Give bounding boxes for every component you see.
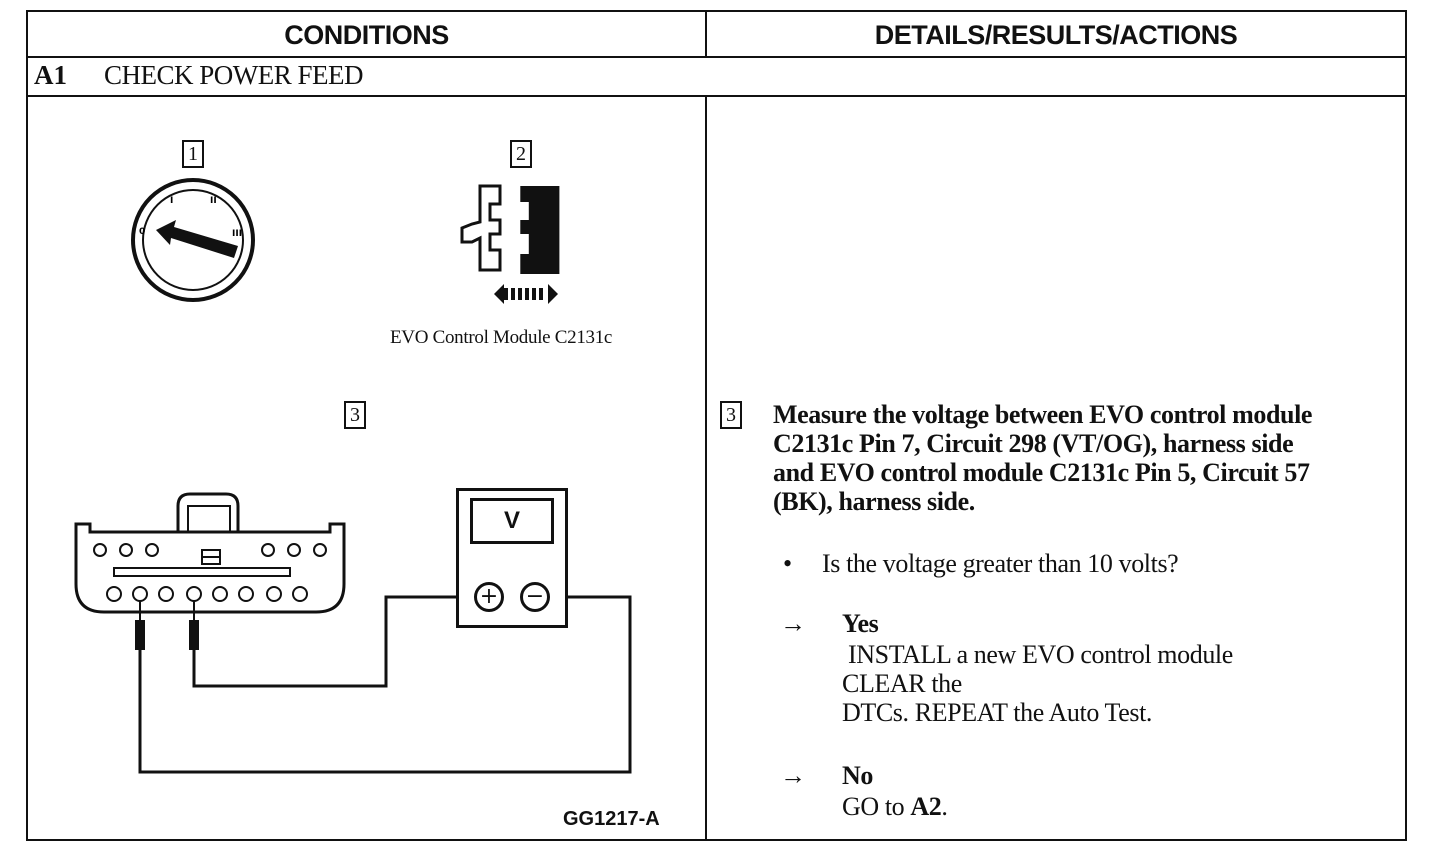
connector-pinout-diagram — [74, 492, 346, 650]
header-details: DETAILS/RESULTS/ACTIONS — [874, 19, 1238, 50]
voltmeter-display: V — [470, 498, 554, 544]
no-arrow: → — [780, 761, 806, 790]
voltmeter-minus-terminal: − — [520, 582, 550, 612]
connector-disconnect-icon — [460, 184, 560, 304]
figure-number-2: 2 — [510, 140, 532, 168]
no-label: No — [842, 761, 873, 790]
step-id: A1 — [34, 60, 67, 90]
no-action: GO to A2. — [842, 792, 948, 821]
svg-text:II: II — [210, 196, 217, 206]
svg-text:I: I — [170, 196, 173, 206]
instruction-line-3: and EVO control module C2131c Pin 5, Cir… — [773, 458, 1310, 487]
svg-text:III: III — [232, 229, 242, 239]
instruction-text: Measure the voltage between EVO control … — [773, 400, 1312, 516]
yes-action-line-3: DTCs. REPEAT the Auto Test. — [842, 698, 1152, 727]
column-divider-body — [705, 95, 707, 841]
header-divider — [26, 56, 1407, 58]
detail-step-number: 3 — [720, 401, 742, 429]
yes-label: Yes — [842, 609, 879, 638]
yes-action: INSTALL a new EVO control module CLEAR t… — [842, 640, 1233, 727]
instruction-line-4: (BK), harness side. — [773, 487, 975, 516]
yes-arrow: → — [780, 609, 806, 638]
figure-code: GG1217-A — [563, 808, 660, 830]
step-title-divider — [26, 95, 1407, 97]
question-bullet: • — [783, 549, 792, 578]
no-action-target-link[interactable]: A2 — [910, 792, 942, 821]
question-text: Is the voltage greater than 10 volts? — [822, 549, 1179, 578]
procedure-table — [26, 10, 1407, 841]
figure-number-1: 1 — [182, 140, 204, 168]
instruction-line-1: Measure the voltage between EVO control … — [773, 400, 1313, 429]
yes-action-line-2: CLEAR the — [842, 669, 962, 698]
header-conditions: CONDITIONS — [284, 19, 449, 50]
voltmeter-plus-terminal: + — [474, 582, 504, 612]
column-divider-top — [705, 10, 707, 57]
svg-text:0: 0 — [139, 227, 145, 237]
ignition-switch-icon: 0 I II III — [131, 178, 255, 302]
step-title: CHECK POWER FEED — [104, 60, 364, 90]
connector-caption: EVO Control Module C2131c — [390, 327, 613, 348]
figure-number-3: 3 — [344, 401, 366, 429]
voltmeter — [456, 488, 568, 628]
no-action-suffix: . — [941, 792, 948, 821]
yes-action-line-1: INSTALL a new EVO control module — [848, 640, 1233, 669]
instruction-line-2: C2131c Pin 7, Circuit 298 (VT/OG), harne… — [773, 429, 1294, 458]
no-action-prefix: GO to — [842, 792, 911, 821]
